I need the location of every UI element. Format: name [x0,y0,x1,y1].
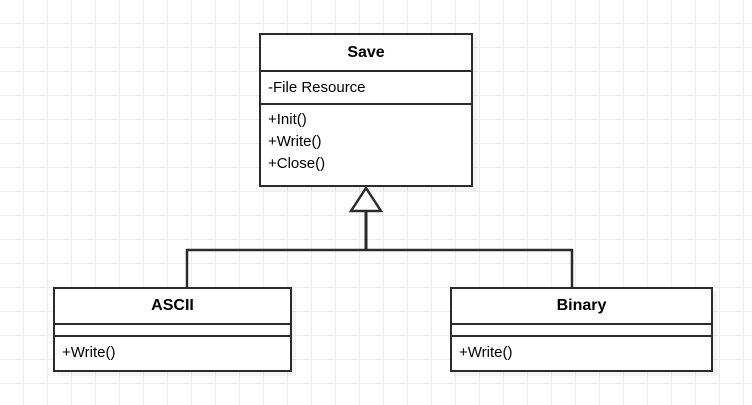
class-name-binary: Binary [452,289,711,325]
method-item: +Write() [268,132,322,150]
uml-class-save[interactable]: Save -File Resource +Init() +Write() +Cl… [259,33,473,187]
class-name-save: Save [261,35,471,72]
method-item: +Init() [268,111,307,128]
uml-class-ascii[interactable]: ASCII +Write() [53,287,292,372]
methods-compartment-save: +Init() +Write() +Close() [261,105,471,181]
class-name-ascii: ASCII [55,289,290,325]
attribute-item: -File Resource [268,78,366,96]
uml-class-binary[interactable]: Binary +Write() [450,287,713,372]
method-item: +Write() [459,343,513,361]
attributes-compartment-binary [452,325,711,337]
attributes-compartment-ascii [55,325,290,337]
methods-compartment-binary: +Write() [452,337,711,368]
attributes-compartment-save: -File Resource [261,72,471,105]
method-item: +Write() [62,343,116,361]
method-item: +Close() [268,154,326,172]
methods-compartment-ascii: +Write() [55,337,290,368]
